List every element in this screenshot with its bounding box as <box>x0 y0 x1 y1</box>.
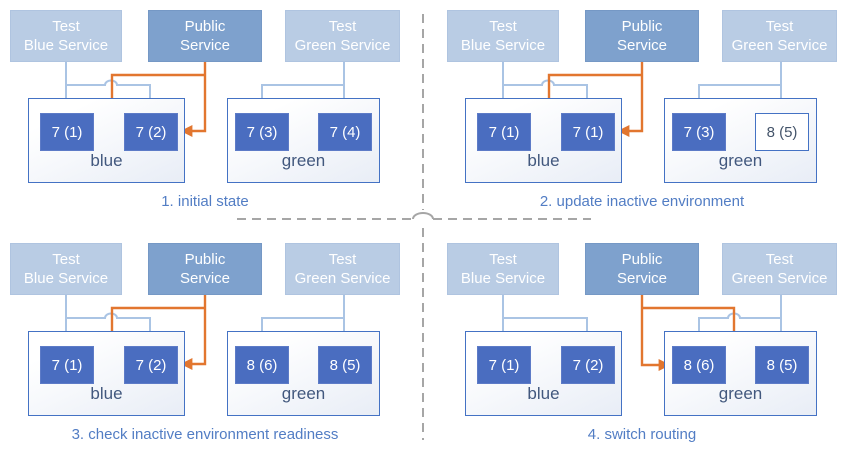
panel-caption: 1. initial state <box>161 193 249 210</box>
environment-label-green: green <box>281 151 326 170</box>
service-label-line2: Service <box>179 37 231 54</box>
service-label-line1: Public <box>184 18 226 35</box>
service-box-test-blue: Test Blue Service <box>10 10 122 62</box>
pod-blue-2: 7 (2) <box>561 346 615 384</box>
pod-blue-2: 7 (2) <box>124 346 178 384</box>
pod-blue-1: 7 (1) <box>477 346 531 384</box>
service-box-test-green: Test Green Service <box>722 243 837 295</box>
service-label-line1: Public <box>184 251 226 268</box>
service-label-line2: Green Service <box>731 270 828 287</box>
panel-caption: 2. update inactive environment <box>539 193 745 210</box>
service-box-test-blue: Test Blue Service <box>447 10 559 62</box>
service-box-public: Public Service <box>585 243 699 295</box>
service-label-line1: Test <box>52 18 80 35</box>
service-label-line1: Test <box>328 18 357 35</box>
panel-4-switch-routing: Test Blue Service Public Service Test Gr… <box>437 233 848 456</box>
panel-1-initial-state: Test Blue Service Public Service Test Gr… <box>0 0 424 228</box>
service-label-line1: Test <box>328 251 357 268</box>
environment-label-blue: blue <box>527 151 560 170</box>
service-label-line1: Test <box>489 251 517 268</box>
panel-3-check-inactive-environment-readiness: Test Blue Service Public Service Test Gr… <box>0 233 424 456</box>
service-label-line1: Test <box>765 18 794 35</box>
service-label-line2: Green Service <box>294 37 391 54</box>
panel-2-update-inactive-environment: Test Blue Service Public Service Test Gr… <box>437 0 848 228</box>
environment-label-blue: blue <box>527 384 560 403</box>
service-box-public: Public Service <box>585 10 699 62</box>
service-label-line2: Green Service <box>731 37 828 54</box>
service-box-test-blue: Test Blue Service <box>447 243 559 295</box>
pod-blue-1: 7 (1) <box>40 346 94 384</box>
public-to-blue-pod2-arrow <box>180 62 207 137</box>
service-label-line1: Public <box>621 251 663 268</box>
service-label-line1: Public <box>621 18 663 35</box>
pod-green-1: 7 (3) <box>235 113 289 151</box>
service-label-line2: Service <box>616 37 668 54</box>
service-label-line1: Test <box>489 18 517 35</box>
pod-green-1: 8 (6) <box>235 346 289 384</box>
pod-blue-1: 7 (1) <box>477 113 531 151</box>
environment-label-blue: blue <box>90 151 123 170</box>
service-box-test-green: Test Green Service <box>722 10 837 62</box>
pod-green-2: 7 (4) <box>318 113 372 151</box>
service-label-line1: Test <box>765 251 794 268</box>
service-box-public: Public Service <box>148 10 262 62</box>
service-box-test-green: Test Green Service <box>285 10 400 62</box>
pod-blue-2: 7 (2) <box>124 113 178 151</box>
pod-green-1: 7 (3) <box>672 113 726 151</box>
pod-green-2: 8 (5) <box>318 346 372 384</box>
panel-caption: 3. check inactive environment readiness <box>71 426 339 443</box>
public-to-blue-pod2-arrow <box>180 295 207 370</box>
service-label-line2: Green Service <box>294 270 391 287</box>
public-to-blue-pod2-arrow <box>617 62 644 137</box>
environment-label-green: green <box>281 384 326 403</box>
pod-green-2: 8 (5) <box>755 113 809 151</box>
pod-blue-1: 7 (1) <box>40 113 94 151</box>
pod-green-2: 8 (5) <box>755 346 809 384</box>
service-label-line2: Blue Service <box>23 270 109 287</box>
pod-blue-2: 7 (1) <box>561 113 615 151</box>
service-label-line2: Blue Service <box>460 270 546 287</box>
service-label-line2: Service <box>179 270 231 287</box>
pod-green-1: 8 (6) <box>672 346 726 384</box>
environment-label-green: green <box>718 151 763 170</box>
environment-label-green: green <box>718 384 763 403</box>
panel-caption: 4. switch routing <box>587 426 697 443</box>
service-label-line2: Service <box>616 270 668 287</box>
service-box-public: Public Service <box>148 243 262 295</box>
service-label-line1: Test <box>52 251 80 268</box>
service-label-line2: Blue Service <box>460 37 546 54</box>
service-box-test-blue: Test Blue Service <box>10 243 122 295</box>
service-box-test-green: Test Green Service <box>285 243 400 295</box>
service-label-line2: Blue Service <box>23 37 109 54</box>
environment-label-blue: blue <box>90 384 123 403</box>
